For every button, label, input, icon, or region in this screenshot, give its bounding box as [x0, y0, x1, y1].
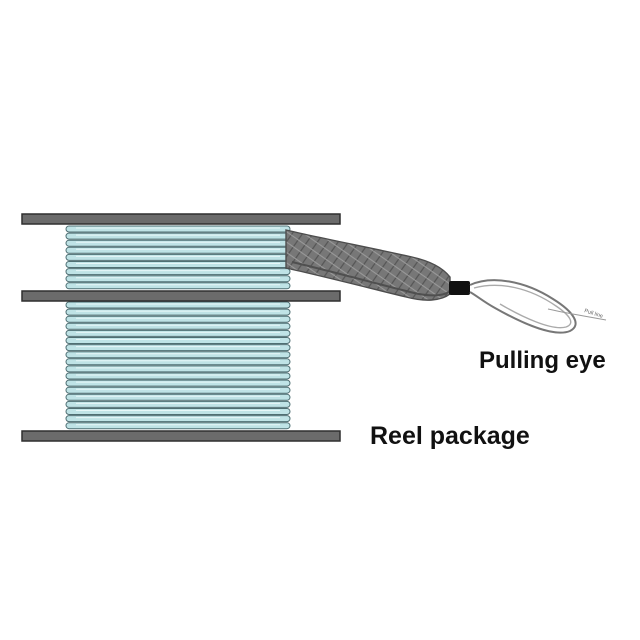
- cable-winding: [65, 246, 291, 254]
- cable-winding: [65, 322, 291, 330]
- pull-line-label: Pull line: [583, 308, 603, 320]
- cable-winding: [65, 422, 291, 430]
- cable-winding: [65, 408, 291, 415]
- cable-winding: [65, 315, 291, 323]
- pulling-eye-label: Pulling eye: [479, 347, 606, 374]
- cable-winding: [65, 386, 291, 394]
- pulling-eye-loop: [469, 279, 577, 334]
- cable-winding: [65, 393, 291, 401]
- grip-collar: [449, 281, 470, 295]
- middle-flange: [21, 290, 341, 302]
- cable-winding: [65, 268, 291, 276]
- cable-winding: [65, 365, 291, 373]
- cable-winding: [65, 400, 291, 408]
- cable-winding: [65, 351, 291, 359]
- reel-package-label: Reel package: [370, 422, 530, 450]
- reel-package: [21, 213, 341, 442]
- cable-winding: [65, 372, 291, 380]
- pull-line: [547, 308, 607, 321]
- cable-windings-upper: [65, 225, 291, 290]
- cable-winding: [65, 415, 291, 423]
- cable-winding: [65, 232, 291, 240]
- cable-winding: [65, 239, 291, 247]
- cable-winding: [65, 253, 291, 261]
- bottom-flange: [21, 430, 341, 442]
- cable-winding: [65, 261, 291, 268]
- cable-winding: [65, 358, 291, 366]
- cable-grip-assembly: Pull line: [285, 229, 607, 334]
- cable-winding: [65, 308, 291, 316]
- pulling-eye-inner-loop: [473, 284, 572, 329]
- top-flange: [21, 213, 341, 225]
- cable-winding: [65, 337, 291, 344]
- mesh-grip-shadow: [291, 261, 450, 297]
- cable-winding: [65, 275, 291, 283]
- cable-winding: [65, 225, 291, 233]
- cable-winding: [65, 344, 291, 352]
- cable-winding: [65, 301, 291, 309]
- cable-winding: [65, 379, 291, 387]
- cable-winding: [65, 329, 291, 337]
- cable-windings-lower: [65, 301, 291, 430]
- cable-winding: [65, 282, 291, 290]
